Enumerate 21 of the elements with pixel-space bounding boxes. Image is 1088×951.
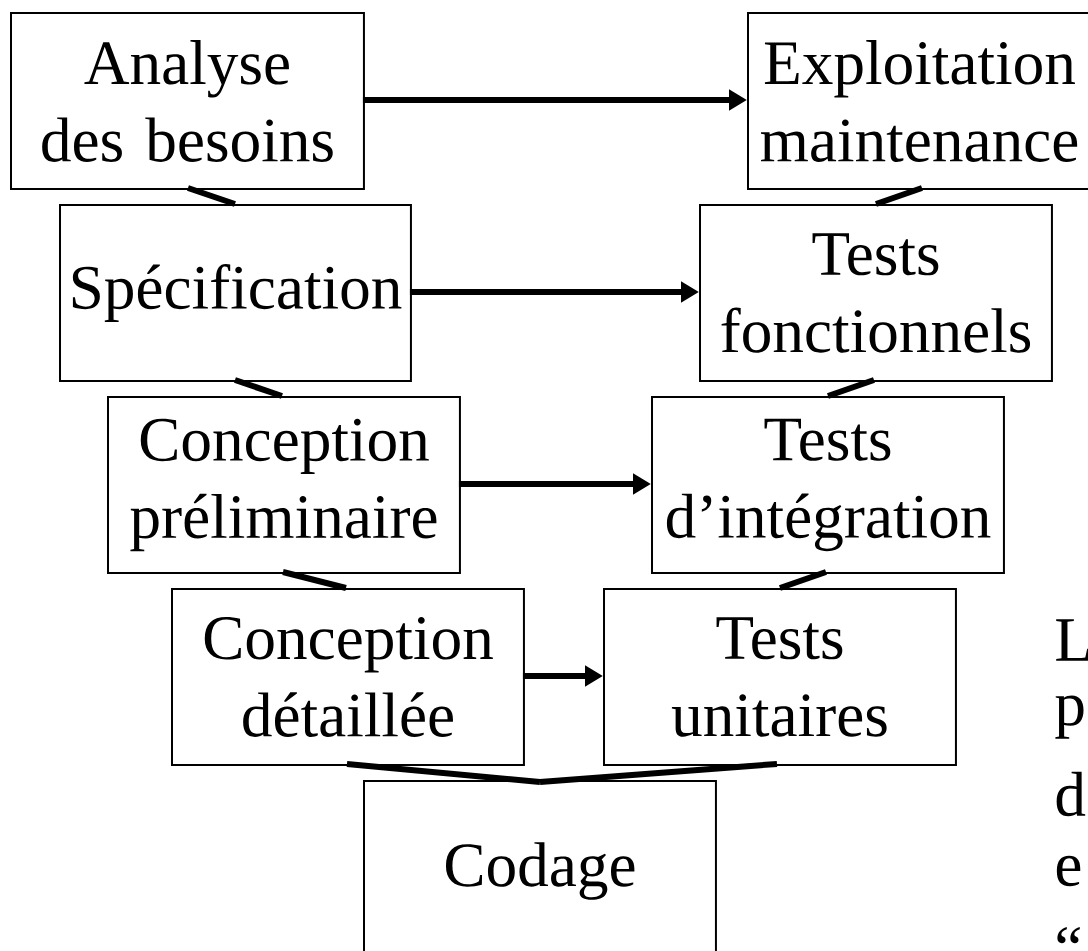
cut-off-text: e	[1056, 855, 1081, 887]
connector-line	[187, 185, 236, 207]
connector-line	[234, 377, 283, 399]
stage-box: Tests unitaires	[603, 588, 957, 766]
connector-line	[875, 185, 923, 207]
stage-box: Codage	[363, 780, 717, 951]
connector-line	[827, 377, 875, 399]
stage-box: Conception préliminaire	[107, 396, 461, 574]
stage-box: Exploitation maintenance	[747, 12, 1088, 190]
stage-box: Spécification	[59, 204, 412, 382]
connector-line	[779, 569, 827, 591]
stage-box: Analyse des besoins	[10, 12, 365, 190]
cut-off-text: “	[1057, 926, 1080, 944]
stage-box: Conception détaillée	[171, 588, 525, 766]
connector-line	[346, 761, 541, 785]
connector-line	[539, 760, 778, 785]
stage-box: Tests d’intégration	[651, 396, 1005, 574]
cut-off-text: p	[1055, 695, 1084, 739]
cut-off-text: d	[1056, 771, 1086, 817]
connector-line	[282, 569, 347, 591]
stage-box: Tests fonctionnels	[699, 204, 1053, 382]
